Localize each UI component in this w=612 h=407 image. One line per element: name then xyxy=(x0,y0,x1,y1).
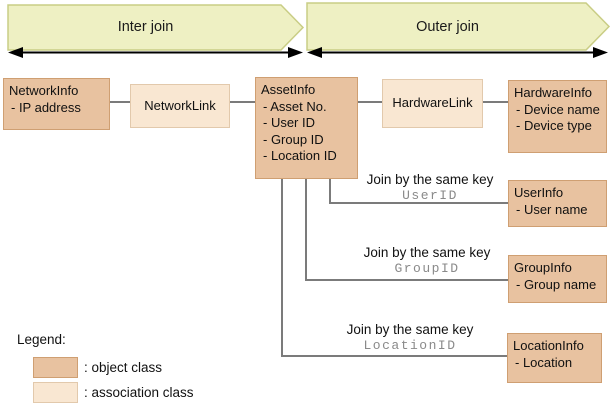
assetinfo-attr: - Group ID xyxy=(263,131,324,147)
userinfo-box: UserInfo - User name xyxy=(508,180,607,227)
legend-object-class-swatch xyxy=(33,357,78,378)
join-key-groupid: GroupID xyxy=(394,261,460,276)
connector-assetinfo-locationinfo xyxy=(281,179,507,357)
hardwarelink-box: HardwareLink xyxy=(382,79,483,128)
legend-object-class-label: : object class xyxy=(84,360,163,375)
outer-join-range-arrow xyxy=(307,47,608,58)
connector-assetinfo-userinfo xyxy=(329,179,508,204)
locationinfo-attr: - Location xyxy=(515,354,573,370)
join-annotation-groupid: Join by the same key GroupID xyxy=(327,245,527,276)
inter-join-label: Inter join xyxy=(117,19,174,35)
join-key-locationid: LocationID xyxy=(363,338,457,353)
inter-join-range-arrow xyxy=(8,47,303,58)
connector-lines xyxy=(110,101,508,357)
userinfo-attr: - User name xyxy=(516,201,588,217)
networklink-title: NetworkLink xyxy=(144,97,216,113)
userinfo-title: UserInfo xyxy=(514,185,564,200)
hardwareinfo-attr: - Device name xyxy=(516,101,600,117)
join-label: Join by the same key xyxy=(346,322,474,337)
assetinfo-title: AssetInfo xyxy=(261,82,316,97)
groupinfo-attr: - Group name xyxy=(516,276,597,292)
join-label: Join by the same key xyxy=(363,245,491,260)
legend-association-class-label: : association class xyxy=(84,385,194,400)
networkinfo-box: NetworkInfo - IP address xyxy=(3,78,110,130)
assetinfo-attr: - Location ID xyxy=(263,148,337,163)
hardwareinfo-box: HardwareInfo - Device name - Device type xyxy=(508,80,607,153)
outer-join-banner xyxy=(306,2,611,51)
hardwarelink-title: HardwareLink xyxy=(392,95,473,111)
join-annotation-userid: Join by the same key UserID xyxy=(330,172,530,203)
join-annotation-locationid: Join by the same key LocationID xyxy=(310,322,510,353)
groupinfo-title: GroupInfo xyxy=(514,260,572,275)
connector-assetinfo-groupinfo xyxy=(305,179,508,281)
join-key-userid: UserID xyxy=(402,188,458,203)
join-label: Join by the same key xyxy=(366,172,494,187)
networkinfo-title: NetworkInfo xyxy=(9,83,79,98)
locationinfo-box: LocationInfo - Location xyxy=(507,333,602,383)
assetinfo-attr: - Asset No. xyxy=(263,98,327,114)
networklink-box: NetworkLink xyxy=(130,84,230,128)
hardwareinfo-title: HardwareInfo xyxy=(514,85,593,100)
assetinfo-box: AssetInfo - Asset No. - User ID - Group … xyxy=(255,77,358,179)
hardwareinfo-attr: - Device type xyxy=(516,118,592,133)
inter-join-banner xyxy=(7,4,305,51)
locationinfo-title: LocationInfo xyxy=(513,338,584,353)
legend-association-class-swatch xyxy=(33,382,78,403)
networkinfo-attr: - IP address xyxy=(11,99,81,115)
outer-join-label: Outer join xyxy=(416,19,479,35)
groupinfo-box: GroupInfo - Group name xyxy=(508,255,607,303)
assetinfo-attr: - User ID xyxy=(263,115,315,130)
legend-title: Legend: xyxy=(17,332,66,347)
